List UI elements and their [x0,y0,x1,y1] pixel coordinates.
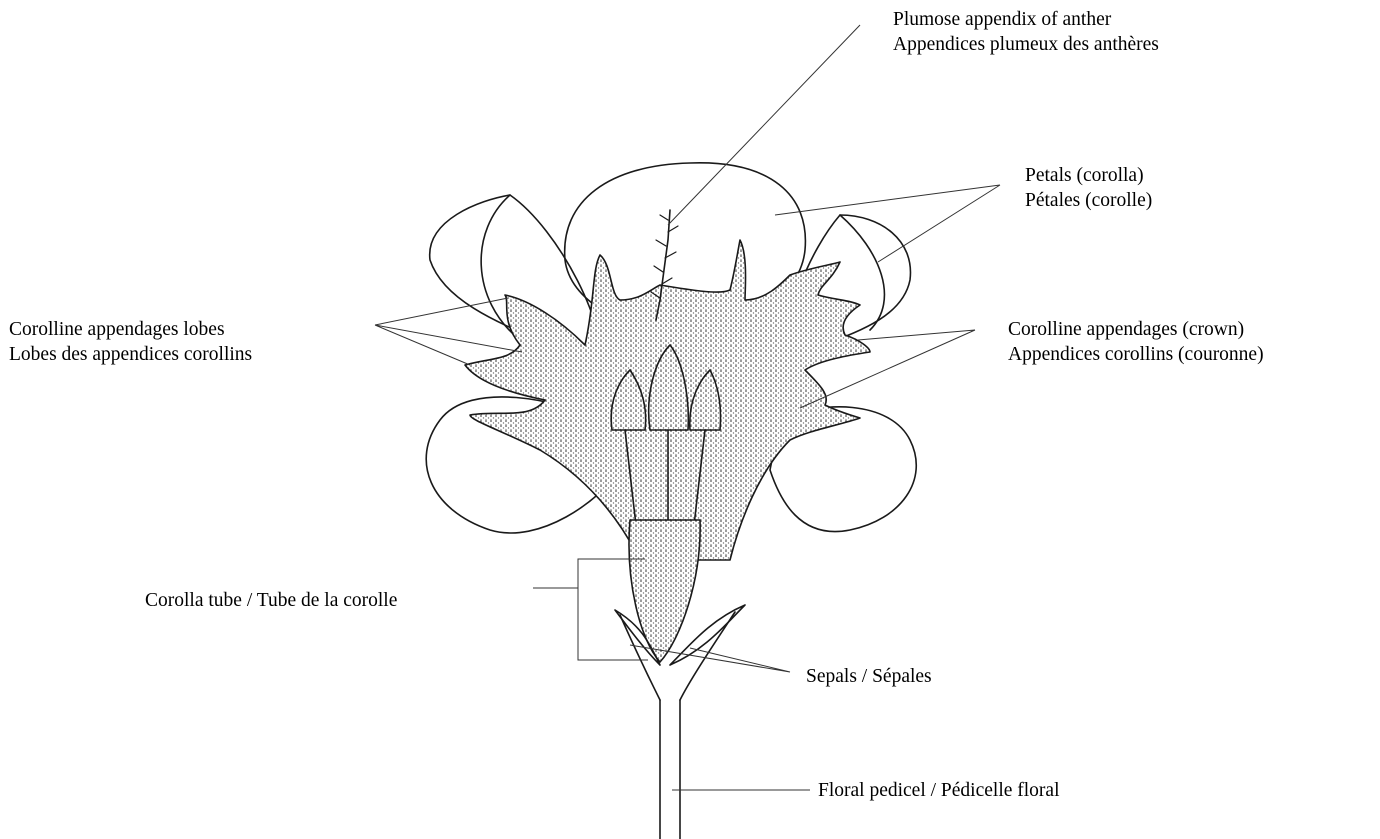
label-sepals: Sepals / Sépales [806,664,932,689]
label-corolline-crown-fr: Appendices corollins (couronne) [1008,342,1264,367]
label-petals: Petals (corolla) Pétales (corolle) [1025,163,1152,213]
label-petals-en: Petals (corolla) [1025,163,1152,188]
label-petals-fr: Pétales (corolle) [1025,188,1152,213]
leader-plumose [668,25,860,225]
label-corolline-lobes: Corolline appendages lobes Lobes des app… [9,317,252,367]
label-plumose-appendix-en: Plumose appendix of anther [893,7,1159,32]
label-floral-pedicel: Floral pedicel / Pédicelle floral [818,778,1060,803]
label-plumose-appendix-fr: Appendices plumeux des anthères [893,32,1159,57]
label-corolla-tube: Corolla tube / Tube de la corolle [145,588,397,613]
leader-petals [775,185,1000,262]
label-corolline-lobes-fr: Lobes des appendices corollins [9,342,252,367]
label-corolline-crown: Corolline appendages (crown) Appendices … [1008,317,1264,367]
pedicel [660,700,680,839]
label-corolline-lobes-en: Corolline appendages lobes [9,317,252,342]
label-corolline-crown-en: Corolline appendages (crown) [1008,317,1264,342]
label-plumose-appendix: Plumose appendix of anther Appendices pl… [893,7,1159,57]
leader-lobes [375,298,522,365]
